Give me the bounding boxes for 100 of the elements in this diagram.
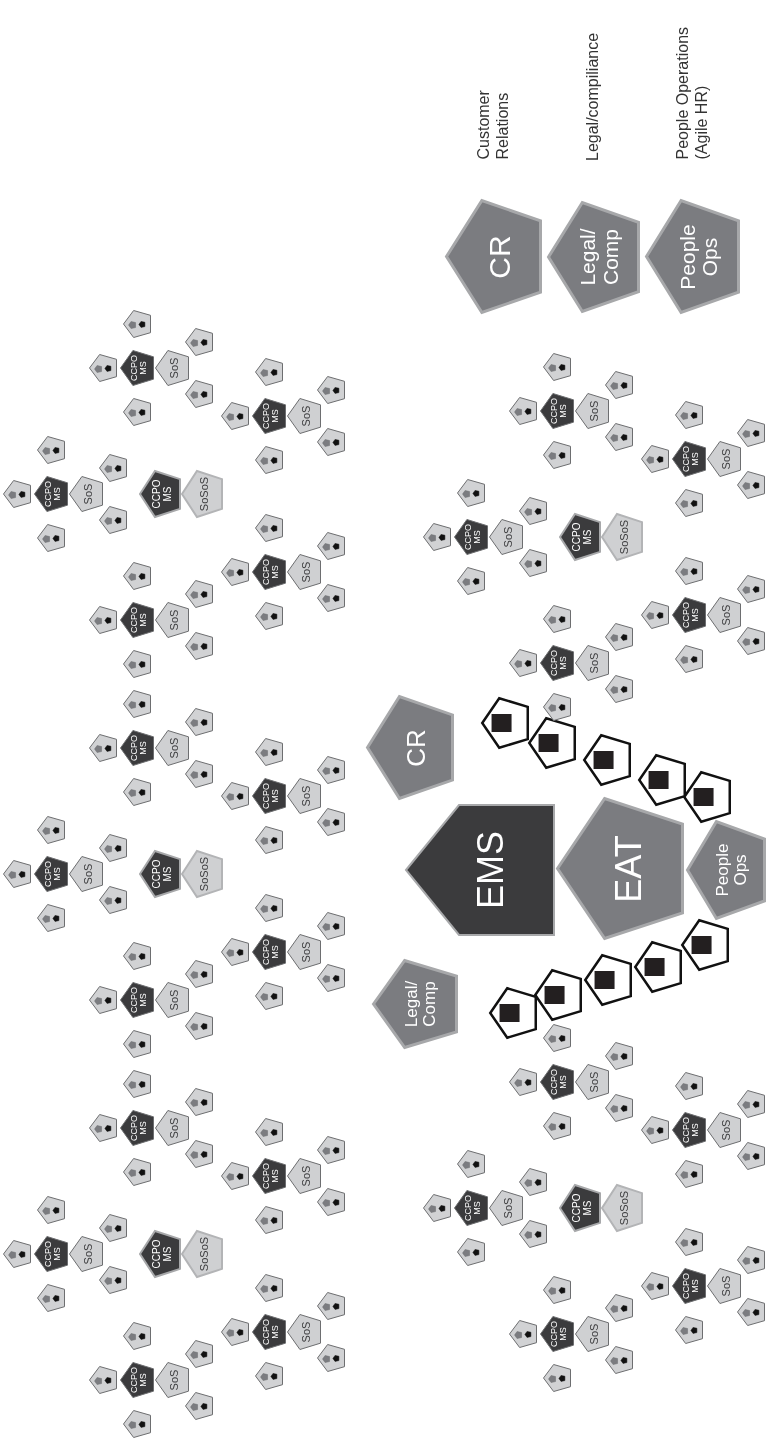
sos-pentagon: SoS	[489, 1190, 523, 1226]
role-caption: Legal/compiliance	[583, 32, 603, 161]
team-pentagon	[221, 558, 249, 586]
team-pentagon	[185, 328, 213, 356]
team-pentagon	[605, 1042, 633, 1070]
member-pentagon	[683, 771, 731, 823]
team-pentagon	[605, 675, 633, 703]
team-pentagon	[543, 605, 571, 633]
member-pentagon	[681, 919, 729, 971]
team-pentagon	[457, 567, 485, 595]
team-pentagon	[89, 734, 117, 762]
team-pentagon	[255, 514, 283, 542]
ccpo-pentagon: CCPO MS	[252, 554, 286, 590]
team-pentagon	[543, 1024, 571, 1052]
team-pentagon	[317, 756, 345, 784]
team-pentagon	[317, 532, 345, 560]
team-pentagon	[675, 1228, 703, 1256]
team-pentagon	[37, 904, 65, 932]
team-pentagon	[99, 506, 127, 534]
ccpo-pentagon: CCPO MS	[540, 1064, 574, 1100]
team-pentagon	[185, 708, 213, 736]
sososs-pentagon: SoSoS	[181, 850, 223, 898]
role-caption: People Operations (Agile HR)	[672, 25, 711, 160]
team-pentagon	[543, 441, 571, 469]
ccpo-pentagon: CCPO MS	[252, 1158, 286, 1194]
team-pentagon	[123, 1030, 151, 1058]
ccpo-pentagon: CCPO MS	[559, 1184, 601, 1232]
member-pentagon	[583, 734, 631, 786]
team-pentagon	[519, 497, 547, 525]
ccpo-pentagon: CCPO MS	[454, 1190, 488, 1226]
sos-pentagon: SoS	[287, 934, 321, 970]
team-pentagon	[185, 1012, 213, 1040]
team-pentagon	[255, 894, 283, 922]
team-pentagon	[317, 808, 345, 836]
role-pentagon: Legal/ Comp	[546, 201, 640, 313]
team-pentagon	[737, 1142, 765, 1170]
ccpo-pentagon: CCPO MS	[252, 778, 286, 814]
team-pentagon	[737, 1090, 765, 1118]
team-pentagon	[99, 834, 127, 862]
role-pentagon: Legal/ Comp	[372, 959, 458, 1049]
member-pentagon	[481, 697, 529, 749]
team-pentagon	[255, 1118, 283, 1146]
team-pentagon	[123, 1070, 151, 1098]
team-pentagon	[737, 627, 765, 655]
ccpo-pentagon: CCPO MS	[120, 350, 154, 386]
ccpo-pentagon: CCPO MS	[252, 398, 286, 434]
team-pentagon	[185, 760, 213, 788]
ccpo-pentagon: CCPO MS	[672, 597, 706, 633]
team-pentagon	[543, 1112, 571, 1140]
team-pentagon	[317, 964, 345, 992]
team-pentagon	[255, 602, 283, 630]
ccpo-pentagon: CCPO MS	[559, 513, 601, 561]
team-pentagon	[543, 693, 571, 721]
team-pentagon	[99, 1266, 127, 1294]
team-pentagon	[185, 632, 213, 660]
team-pentagon	[423, 523, 451, 551]
ccpo-pentagon: CCPO MS	[120, 1110, 154, 1146]
ccpo-pentagon: CCPO MS	[120, 982, 154, 1018]
team-pentagon	[123, 398, 151, 426]
sos-pentagon: SoS	[489, 519, 523, 555]
sos-pentagon: SoS	[69, 476, 103, 512]
team-pentagon	[255, 1274, 283, 1302]
team-pentagon	[123, 1158, 151, 1186]
team-pentagon	[185, 1140, 213, 1168]
sos-pentagon: SoS	[155, 730, 189, 766]
member-pentagon	[528, 717, 576, 769]
team-pentagon	[675, 1316, 703, 1344]
team-pentagon	[675, 557, 703, 585]
team-pentagon	[221, 1318, 249, 1346]
ccpo-pentagon: CCPO MS	[120, 730, 154, 766]
team-pentagon	[737, 471, 765, 499]
ccpo-pentagon: CCPO MS	[139, 850, 181, 898]
team-pentagon	[641, 445, 669, 473]
team-pentagon	[185, 580, 213, 608]
team-pentagon	[221, 782, 249, 810]
team-pentagon	[185, 1340, 213, 1368]
ems-house-shape: EMS	[405, 804, 555, 936]
sos-pentagon: SoS	[155, 602, 189, 638]
team-pentagon	[317, 1344, 345, 1372]
team-pentagon	[509, 1320, 537, 1348]
ccpo-pentagon: CCPO MS	[34, 1236, 68, 1272]
team-pentagon	[255, 982, 283, 1010]
member-pentagon	[584, 954, 632, 1006]
ccpo-pentagon: CCPO MS	[34, 476, 68, 512]
team-pentagon	[737, 1246, 765, 1274]
team-pentagon	[317, 912, 345, 940]
team-pentagon	[543, 1276, 571, 1304]
team-pentagon	[317, 584, 345, 612]
team-pentagon	[185, 960, 213, 988]
team-pentagon	[641, 1272, 669, 1300]
team-pentagon	[185, 1392, 213, 1420]
team-pentagon	[641, 1116, 669, 1144]
sososs-pentagon: SoSoS	[601, 1184, 643, 1232]
team-pentagon	[89, 986, 117, 1014]
team-pentagon	[675, 645, 703, 673]
team-pentagon	[123, 650, 151, 678]
team-pentagon	[255, 1206, 283, 1234]
team-pentagon	[123, 942, 151, 970]
team-pentagon	[99, 1214, 127, 1242]
team-pentagon	[123, 310, 151, 338]
